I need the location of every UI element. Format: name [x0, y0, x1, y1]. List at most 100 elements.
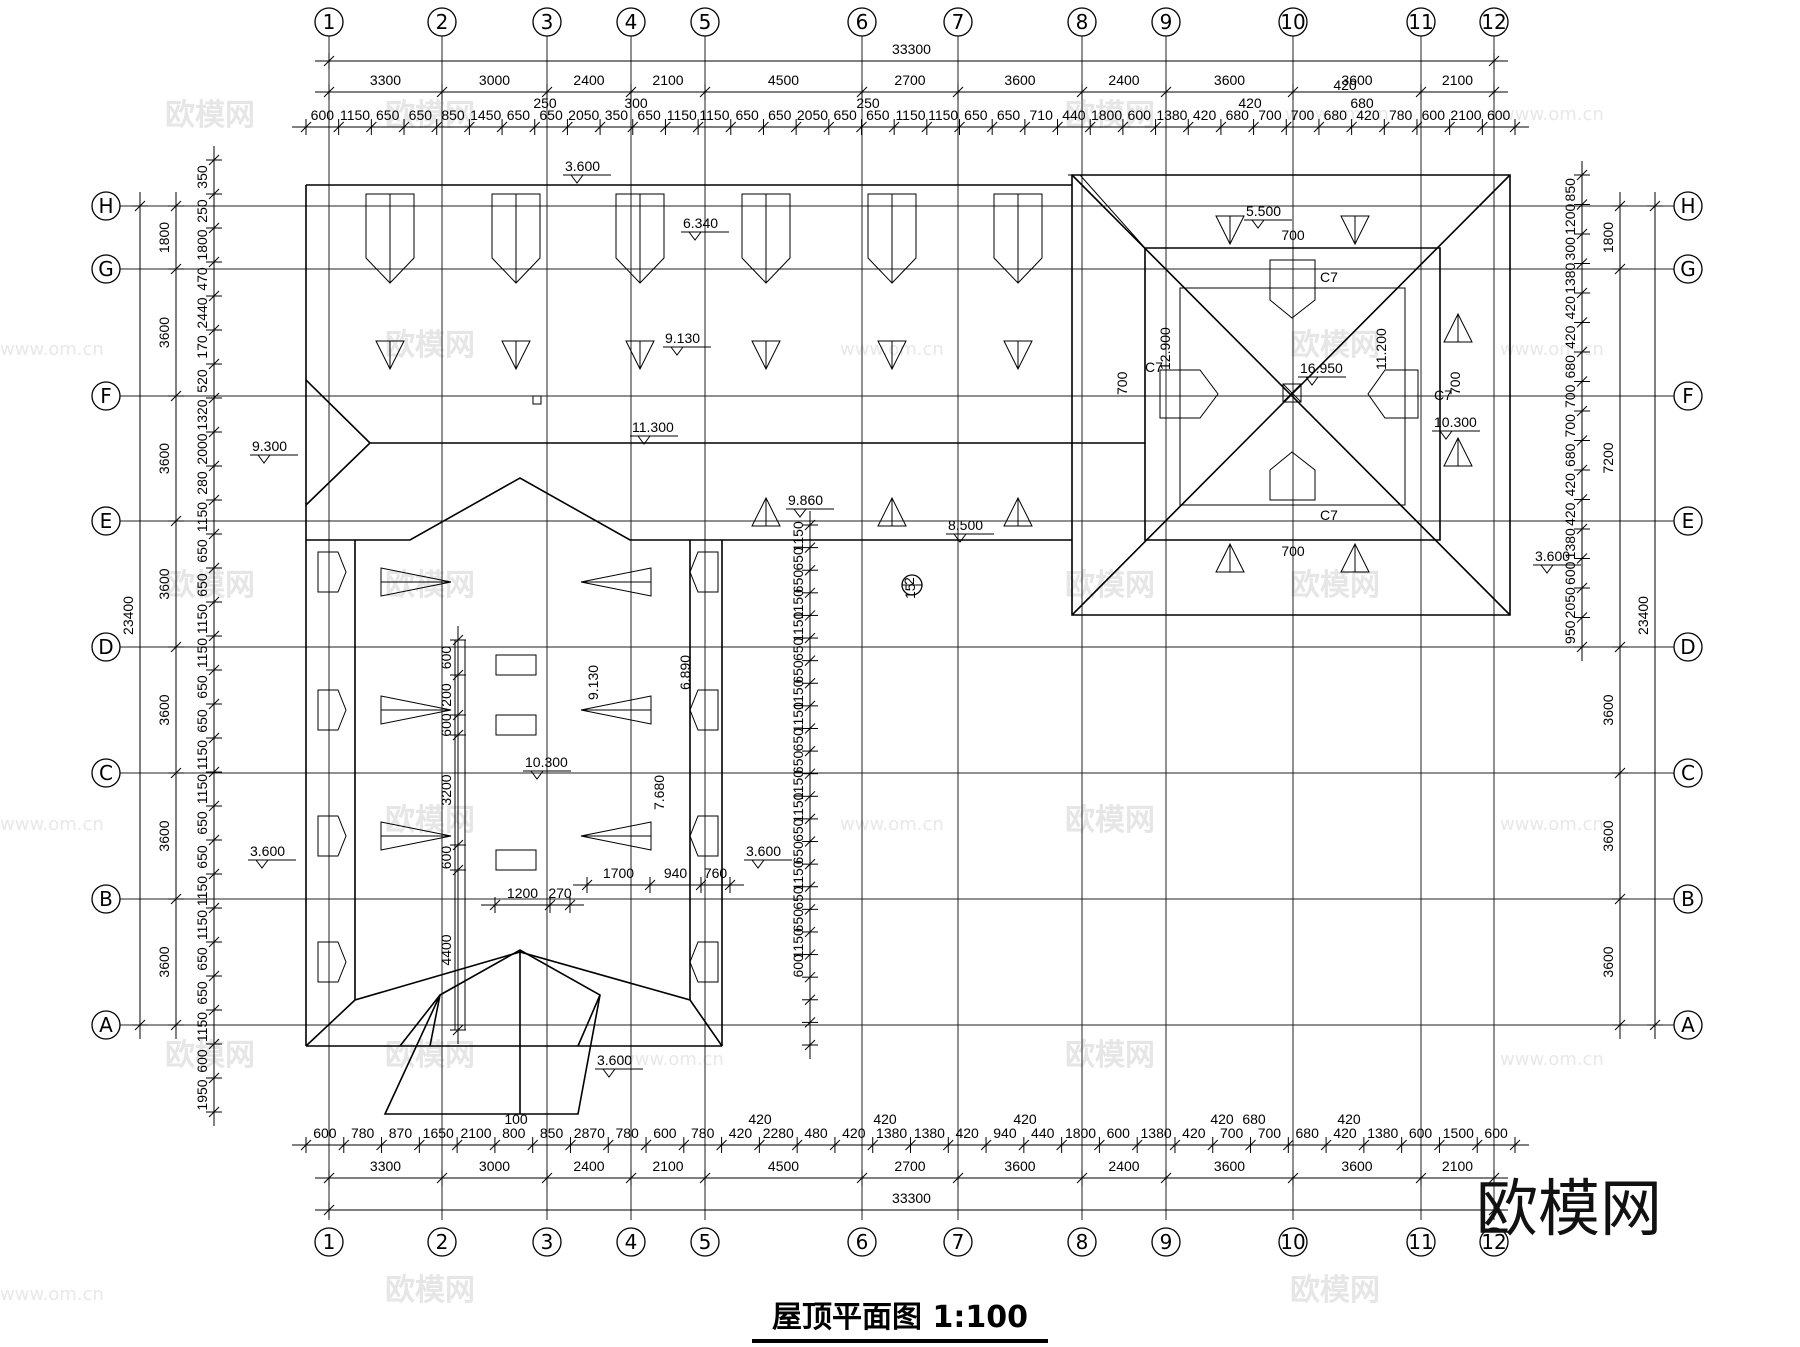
column-spacing-dim-top: 3600 — [1341, 72, 1372, 88]
detail-dim-right: 850 — [1562, 178, 1578, 202]
inner-dim-b: 270 — [548, 885, 572, 901]
roof-vent-symbols — [375, 215, 1473, 851]
dormer-side — [689, 689, 719, 731]
dormer-side — [317, 551, 347, 593]
detail-dim-bottom-extra: 420 — [1210, 1111, 1234, 1127]
detail-dim-left: 650 — [194, 539, 210, 563]
detail-dim-left: 350 — [194, 165, 210, 189]
detail-dim-left: 1150 — [194, 774, 210, 804]
elevation-marker: 10.300 — [523, 754, 571, 780]
detail-dim-inner: 650 — [790, 637, 806, 661]
column-spacing-dim-bottom: 2400 — [573, 1158, 604, 1174]
column-axis-label: 6 — [856, 1230, 869, 1254]
window-label: C7 — [1320, 269, 1338, 285]
detail-dim-top: 600 — [1487, 107, 1511, 123]
detail-dim-top: 650 — [768, 107, 792, 123]
row-axis-label: D — [98, 635, 113, 659]
column-spacing-dim-top: 2700 — [894, 72, 925, 88]
elevation-marker: 3.600 — [744, 843, 792, 869]
detail-dim-top: 680 — [1324, 107, 1348, 123]
detail-dim-bottom: 780 — [615, 1125, 639, 1141]
row-axis-bubble — [91, 191, 121, 221]
column-spacing-dim-top: 3300 — [370, 72, 401, 88]
dormer-side — [317, 815, 347, 857]
detail-dim-top: 850 — [441, 107, 465, 123]
detail-dim-inner: 650 — [790, 660, 806, 684]
detail-dim-bottom: 700 — [1258, 1125, 1282, 1141]
elevation-marker: 16.950 — [1298, 360, 1346, 386]
row-axis-label: A — [1681, 1013, 1695, 1037]
overall-depth-dim-right: 23400 — [1635, 596, 1651, 635]
detail-dim-top: 420 — [1193, 107, 1217, 123]
row-spacing-dim-left: 1800 — [156, 222, 172, 253]
detail-dim-bottom: 700 — [1220, 1125, 1244, 1141]
column-axis-bubble — [943, 1227, 973, 1257]
detail-dim-top: 600 — [311, 107, 335, 123]
detail-dim-top: 650 — [866, 107, 890, 123]
detail-dim-right: 680 — [1562, 443, 1578, 467]
column-spacing-dim-top: 2400 — [573, 72, 604, 88]
detail-dim-left: 1150 — [194, 638, 210, 668]
detail-dim-left: 1150 — [194, 604, 210, 634]
detail-dim-right: 950 — [1562, 620, 1578, 644]
detail-dim-left: 470 — [194, 267, 210, 291]
elevation-value: 10.300 — [525, 754, 568, 770]
detail-dim-inner: 650 — [790, 547, 806, 571]
detail-dim-bottom-extra: 420 — [873, 1111, 897, 1127]
detail-dim-left: 650 — [194, 981, 210, 1005]
detail-dim-left: 2440 — [194, 297, 210, 328]
detail-dim-bottom: 1380 — [876, 1125, 907, 1141]
detail-dim-bottom: 420 — [1182, 1125, 1206, 1141]
elevation-value: 7.680 — [651, 775, 667, 810]
detail-dim-top: 420 — [1356, 107, 1380, 123]
detail-dim-right: 680 — [1562, 355, 1578, 379]
elevation-marker: 9.130 — [663, 330, 711, 356]
roof-vent — [625, 340, 655, 371]
roof-vent — [877, 340, 907, 371]
detail-dim-top: 650 — [637, 107, 661, 123]
elevation-value: 11.200 — [1373, 328, 1389, 370]
detail-dim-inner: 600 — [790, 954, 806, 978]
detail-dim-top: 2050 — [568, 107, 599, 123]
dormer-group — [317, 193, 1043, 983]
elevation-markers: 3.6006.3409.13011.3009.3009.8608.5005.50… — [248, 158, 1581, 1078]
detail-dim-bottom: 780 — [691, 1125, 715, 1141]
detail-dim-bottom: 1380 — [1141, 1125, 1172, 1141]
detail-dim-top-extra: 250 — [533, 95, 557, 111]
row-axis-label: D — [1680, 635, 1695, 659]
window-label: C7 — [1320, 507, 1338, 523]
row-axis-bubble — [1673, 506, 1703, 536]
detail-dim-right: 420 — [1562, 502, 1578, 526]
elevation-value: 11.300 — [632, 419, 674, 435]
detail-dim-bottom: 440 — [1031, 1125, 1055, 1141]
roof-vent — [1003, 340, 1033, 371]
detail-dim-left: 650 — [194, 675, 210, 699]
detail-dim-bottom: 1380 — [1367, 1125, 1398, 1141]
column-axis-bubble — [1406, 7, 1436, 37]
elevation-value: 6.340 — [683, 215, 718, 231]
column-axis-label: 6 — [856, 10, 869, 34]
detail-dim-left: 650 — [194, 947, 210, 971]
row-spacing-dim-right: 1800 — [1600, 222, 1616, 253]
detail-dim-top: 650 — [376, 107, 400, 123]
detail-dim-left: 1800 — [194, 229, 210, 260]
detail-dim-right: 700 — [1562, 384, 1578, 408]
elevation-value: 12.900 — [1157, 327, 1173, 370]
drawing-title-text: 屋顶平面图 1:100 — [752, 1300, 1048, 1343]
inner-dim-a: 940 — [664, 865, 688, 881]
column-axis-bubble — [943, 7, 973, 37]
row-axis-bubble — [1673, 254, 1703, 284]
elevation-marker: 11.200 — [1373, 328, 1389, 370]
row-axis-bubble — [1673, 381, 1703, 411]
detail-dim-left: 250 — [194, 199, 210, 223]
detail-dim-top-extra: 300 — [624, 95, 648, 111]
roof-vent — [580, 695, 652, 725]
row-spacing-dim-right: 3600 — [1600, 946, 1616, 977]
column-spacing-dim-top: 3000 — [479, 72, 510, 88]
column-axis-label: 2 — [436, 1230, 449, 1254]
row-axis-bubble — [1673, 884, 1703, 914]
inner-dim-a: 760 — [704, 865, 728, 881]
dormer — [993, 193, 1043, 284]
row-axis-bubble — [1673, 632, 1703, 662]
